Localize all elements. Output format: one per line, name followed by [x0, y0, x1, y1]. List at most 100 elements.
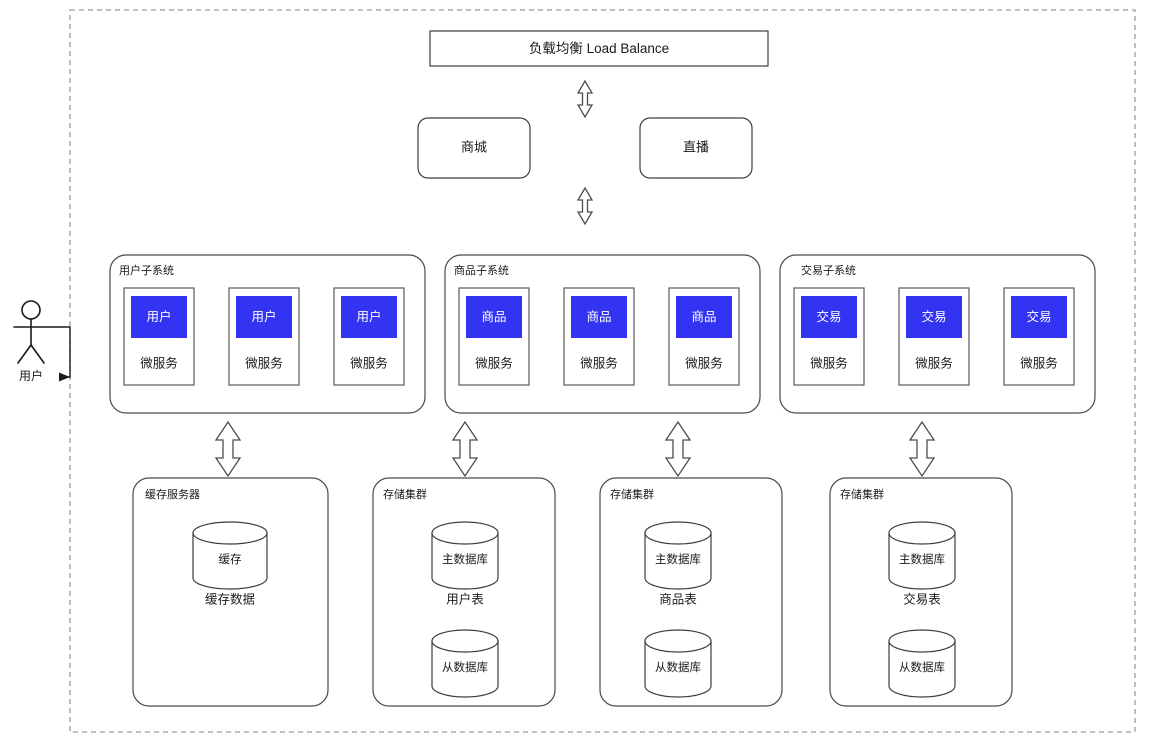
arrow-user-subsystem-to-cache [214, 420, 242, 478]
storage-cache-server[interactable]: 缓存服务器 缓存 缓存数据 [132, 477, 329, 707]
connector-actor-path [48, 326, 71, 378]
arrow-subsystem-to-storage-product [664, 420, 692, 478]
app-live-label: 直播 [683, 139, 709, 154]
microservice-card-bottom-label: 微服务 [1020, 355, 1058, 370]
microservice-card-bottom-label: 微服务 [475, 355, 513, 370]
arrow-lb-to-apps [576, 79, 594, 119]
cylinder-body-icon [888, 640, 956, 698]
microservice-card-accent [571, 296, 627, 338]
database-replica-label: 从数据库 [655, 660, 701, 674]
subsystem-product-label: 商品子系统 [454, 263, 509, 277]
microservice-card[interactable]: 用户 微服务 [333, 287, 405, 386]
actor-label: 用户 [19, 368, 43, 383]
cylinder-body-icon [644, 640, 712, 698]
storage-cluster-user[interactable]: 存储集群 主数据库 用户表 从数据库 [372, 477, 556, 707]
subsystem-product[interactable]: 商品子系统 商品 微服务 商品 微服务 商品 微服务 [444, 254, 761, 414]
double-arrow-vertical-icon [576, 186, 594, 226]
database-cylinder-primary[interactable]: 主数据库 [431, 521, 499, 590]
database-cylinder-replica[interactable]: 从数据库 [888, 629, 956, 698]
microservice-card-bottom-label: 微服务 [685, 355, 723, 370]
storage-table-label: 交易表 [903, 591, 941, 606]
database-cylinder-primary[interactable]: 缓存 [192, 521, 268, 590]
app-live-box [639, 117, 753, 179]
actor-leg-left-icon [17, 344, 32, 364]
microservice-card[interactable]: 交易 微服务 [898, 287, 970, 386]
database-primary-label: 主数据库 [899, 552, 945, 566]
database-primary-label: 缓存 [219, 552, 242, 566]
database-cylinder-primary[interactable]: 主数据库 [888, 521, 956, 590]
microservice-card-accent [236, 296, 292, 338]
cylinder-body-icon [888, 532, 956, 590]
cylinder-body-icon [431, 532, 499, 590]
microservice-card-top-label: 用户 [146, 309, 171, 324]
microservice-card-accent [466, 296, 522, 338]
double-arrow-vertical-icon [664, 420, 692, 478]
node-app-live[interactable]: 直播 [639, 117, 753, 179]
cylinder-top-icon [431, 521, 499, 545]
storage-cluster-user-label: 存储集群 [383, 487, 427, 501]
microservice-card-bottom-label: 微服务 [810, 355, 848, 370]
cylinder-top-icon [888, 629, 956, 653]
storage-cluster-transaction-container [829, 477, 1013, 707]
cylinder-top-icon [644, 521, 712, 545]
arrow-product-subsystem-to-storage-user [451, 420, 479, 478]
database-primary-label: 主数据库 [442, 552, 488, 566]
microservice-card-accent [906, 296, 962, 338]
microservice-card-top-label: 交易 [1026, 309, 1051, 324]
subsystem-user[interactable]: 用户子系统 用户 微服务 用户 微服务 用户 微服务 [109, 254, 426, 414]
actor-user[interactable]: 用户 [13, 300, 49, 383]
storage-cluster-transaction[interactable]: 存储集群 主数据库 交易表 从数据库 [829, 477, 1013, 707]
microservice-card-accent [1011, 296, 1067, 338]
cylinder-top-icon [192, 521, 268, 545]
cylinder-top-icon [888, 521, 956, 545]
microservice-card[interactable]: 交易 微服务 [1003, 287, 1075, 386]
microservice-card-accent [676, 296, 732, 338]
database-primary-label: 主数据库 [655, 552, 701, 566]
cylinder-top-icon [644, 629, 712, 653]
microservice-card-bottom-label: 微服务 [245, 355, 283, 370]
node-load-balancer[interactable]: 负载均衡 Load Balance [429, 30, 769, 67]
storage-cluster-product[interactable]: 存储集群 主数据库 商品表 从数据库 [599, 477, 783, 707]
database-cylinder-replica[interactable]: 从数据库 [644, 629, 712, 698]
subsystem-user-label: 用户子系统 [119, 263, 174, 277]
subsystem-transaction[interactable]: 交易子系统 交易 微服务 交易 微服务 交易 微服务 [779, 254, 1096, 414]
app-mall-label: 商城 [461, 139, 487, 154]
storage-cluster-user-container [372, 477, 556, 707]
storage-cache-container [132, 477, 329, 707]
microservice-card-bottom-label: 微服务 [915, 355, 953, 370]
cylinder-body-icon [644, 532, 712, 590]
microservice-card[interactable]: 交易 微服务 [793, 287, 865, 386]
microservice-card[interactable]: 商品 微服务 [458, 287, 530, 386]
storage-table-label: 缓存数据 [205, 591, 255, 606]
actor-head-icon [21, 300, 41, 320]
database-replica-label: 从数据库 [442, 660, 488, 674]
microservice-card-top-label: 用户 [356, 309, 381, 324]
subsystem-transaction-label: 交易子系统 [801, 263, 856, 277]
microservice-card[interactable]: 商品 微服务 [668, 287, 740, 386]
microservice-card-accent [341, 296, 397, 338]
double-arrow-vertical-icon [451, 420, 479, 478]
storage-cluster-transaction-label: 存储集群 [840, 487, 884, 501]
double-arrow-vertical-icon [214, 420, 242, 478]
storage-table-label: 商品表 [659, 591, 697, 606]
database-replica-label: 从数据库 [899, 660, 945, 674]
node-app-mall[interactable]: 商城 [417, 117, 531, 179]
microservice-card-top-label: 交易 [921, 309, 946, 324]
storage-table-label: 用户表 [446, 591, 484, 606]
microservice-card-accent [801, 296, 857, 338]
app-mall-box [417, 117, 531, 179]
microservice-card[interactable]: 用户 微服务 [228, 287, 300, 386]
database-cylinder-replica[interactable]: 从数据库 [431, 629, 499, 698]
connector-actor-to-boundary [48, 326, 71, 382]
microservice-card-top-label: 交易 [816, 309, 841, 324]
microservice-card-bottom-label: 微服务 [350, 355, 388, 370]
microservice-card-bottom-label: 微服务 [580, 355, 618, 370]
microservice-card[interactable]: 商品 微服务 [563, 287, 635, 386]
arrow-subsystem-to-storage-transaction [908, 420, 936, 478]
load-balancer-box [429, 30, 769, 67]
microservice-card[interactable]: 用户 微服务 [123, 287, 195, 386]
database-cylinder-primary[interactable]: 主数据库 [644, 521, 712, 590]
arrow-apps-to-subsystems [576, 186, 594, 226]
connector-actor-arrowhead-icon [59, 372, 70, 382]
microservice-card-accent [131, 296, 187, 338]
